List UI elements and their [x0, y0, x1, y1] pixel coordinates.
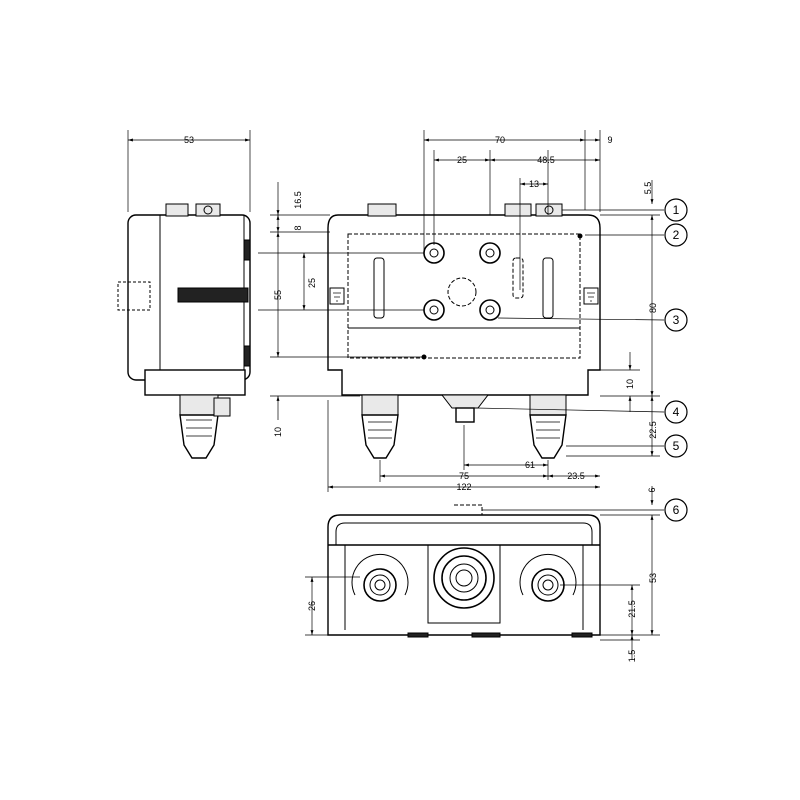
callout-6: 6: [664, 498, 688, 522]
dim-bottom-61: 61: [525, 460, 535, 470]
dim-bottom-75: 75: [459, 471, 469, 481]
dim-bottom-122: 122: [456, 482, 471, 492]
dim-left-55: 55: [273, 290, 283, 300]
bottom-fitting-center: [433, 547, 495, 609]
dim-right-80: 80: [648, 303, 658, 313]
dim-left-10: 10: [273, 427, 283, 437]
callout-3: 3: [664, 308, 688, 332]
callout-1: 1: [664, 198, 688, 222]
dim-left-25: 25: [307, 278, 317, 288]
dim-bottom-23-5: 23.5: [567, 471, 585, 481]
callout-2: 2: [664, 223, 688, 247]
callout-4-label: 4: [673, 405, 680, 419]
callout-leaders: [475, 209, 665, 511]
dim-top-right: 9: [607, 135, 612, 145]
callout-3-label: 3: [673, 313, 680, 327]
front-view: [327, 203, 601, 459]
dim-top-overall: 70: [495, 135, 505, 145]
fitting-right: [529, 394, 567, 459]
callout-5-label: 5: [673, 439, 680, 453]
callout-1-label: 1: [673, 203, 680, 217]
dim-top-48-5: 48.5: [537, 155, 555, 165]
bottom-view: [327, 504, 601, 638]
dim-top-25: 25: [457, 155, 467, 165]
dim-right-10: 10: [625, 379, 635, 389]
side-view: [117, 203, 251, 459]
dim-lower-right-6: 6: [647, 487, 657, 492]
callout-2-label: 2: [673, 228, 680, 242]
fitting-left: [361, 394, 399, 459]
callout-6-label: 6: [673, 503, 680, 517]
dim-lower-left-26: 26: [307, 601, 317, 611]
dim-right-5-5: 5.5: [643, 182, 653, 195]
dim-top-13: 13: [529, 179, 539, 189]
bottom-fitting-left: [351, 553, 409, 602]
dim-side-width: 53: [184, 135, 194, 145]
dim-lower-right-1-5: 1.5: [627, 650, 637, 663]
dim-left-16-5: 16.5: [293, 191, 303, 209]
dim-left-8: 8: [293, 225, 303, 230]
dim-right-22-5: 22.5: [648, 421, 658, 439]
callout-5: 5: [664, 434, 688, 458]
dim-lower-right-53: 53: [648, 573, 658, 583]
mounting-hole-top-right: [479, 242, 501, 264]
earth-ground-icon: [583, 287, 599, 305]
dimension-labels: 53 70 9 25 48.5 13 5.5 16.5 8 55 25 80 1…: [184, 135, 658, 662]
callout-4: 4: [664, 400, 688, 424]
fitting-center: [440, 394, 490, 423]
dimension-lines: [127, 130, 660, 660]
mounting-hole-bottom-right: [479, 299, 501, 321]
dim-lower-right-21-5: 21.5: [627, 600, 637, 618]
earth-ground-icon: [329, 287, 345, 305]
